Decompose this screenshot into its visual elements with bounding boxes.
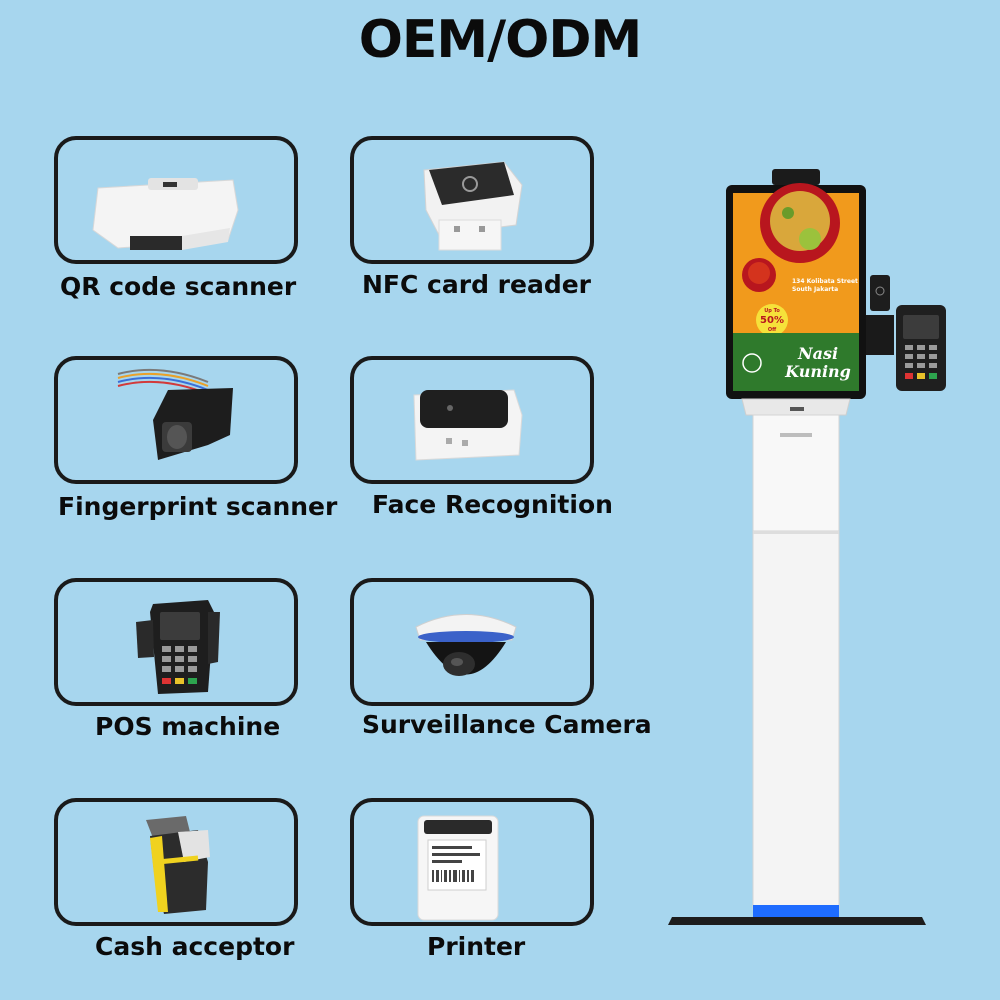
fingerprint-scanner-image — [117, 368, 233, 460]
module-card-fingerprint — [54, 356, 298, 484]
module-label-cash-acceptor: Cash acceptor — [95, 932, 295, 961]
qr-scanner-image — [92, 178, 239, 250]
module-card-qr-scanner — [54, 136, 298, 264]
printer-image — [417, 815, 499, 921]
module-label-pos: POS machine — [95, 712, 281, 741]
module-label-nfc-reader: NFC card reader — [362, 270, 592, 299]
kiosk-illustration: 134 Kolibata Street South Jakarta Up To … — [660, 165, 960, 939]
nfc-reader-image — [423, 161, 523, 251]
face-recognition-image — [413, 389, 523, 461]
kiosk-promo-bottom: Off — [768, 327, 777, 333]
kiosk-base — [668, 917, 926, 925]
kiosk-address-line2: South Jakarta — [792, 286, 838, 293]
module-card-printer — [350, 798, 594, 926]
page-title: OEM/ODM — [358, 10, 643, 70]
kiosk-camera-icon — [772, 169, 820, 185]
kiosk-dish-line1: Nasi — [797, 344, 838, 363]
kiosk-dish-line2: Kuning — [784, 362, 851, 381]
module-card-nfc-reader — [350, 136, 594, 264]
module-card-pos — [54, 578, 298, 706]
cash-acceptor-image — [146, 816, 210, 914]
module-label-surveillance: Surveillance Camera — [362, 710, 652, 739]
kiosk-address-line1: 134 Kolibata Street — [792, 278, 858, 285]
kiosk-base-led — [753, 905, 839, 917]
module-card-cash-acceptor — [54, 798, 298, 926]
module-card-surveillance — [350, 578, 594, 706]
kiosk-promo-value: 50% — [760, 315, 784, 326]
module-label-qr-scanner: QR code scanner — [60, 272, 297, 301]
module-label-fingerprint: Fingerprint scanner — [58, 492, 338, 521]
module-card-face-recognition — [350, 356, 594, 484]
pos-machine-image — [136, 600, 220, 694]
surveillance-camera-image — [415, 614, 517, 676]
module-label-printer: Printer — [427, 932, 526, 961]
kiosk-promo-top: Up To — [764, 308, 780, 314]
kiosk-nfc-icon — [870, 275, 890, 311]
module-label-face-recognition: Face Recognition — [372, 490, 613, 519]
